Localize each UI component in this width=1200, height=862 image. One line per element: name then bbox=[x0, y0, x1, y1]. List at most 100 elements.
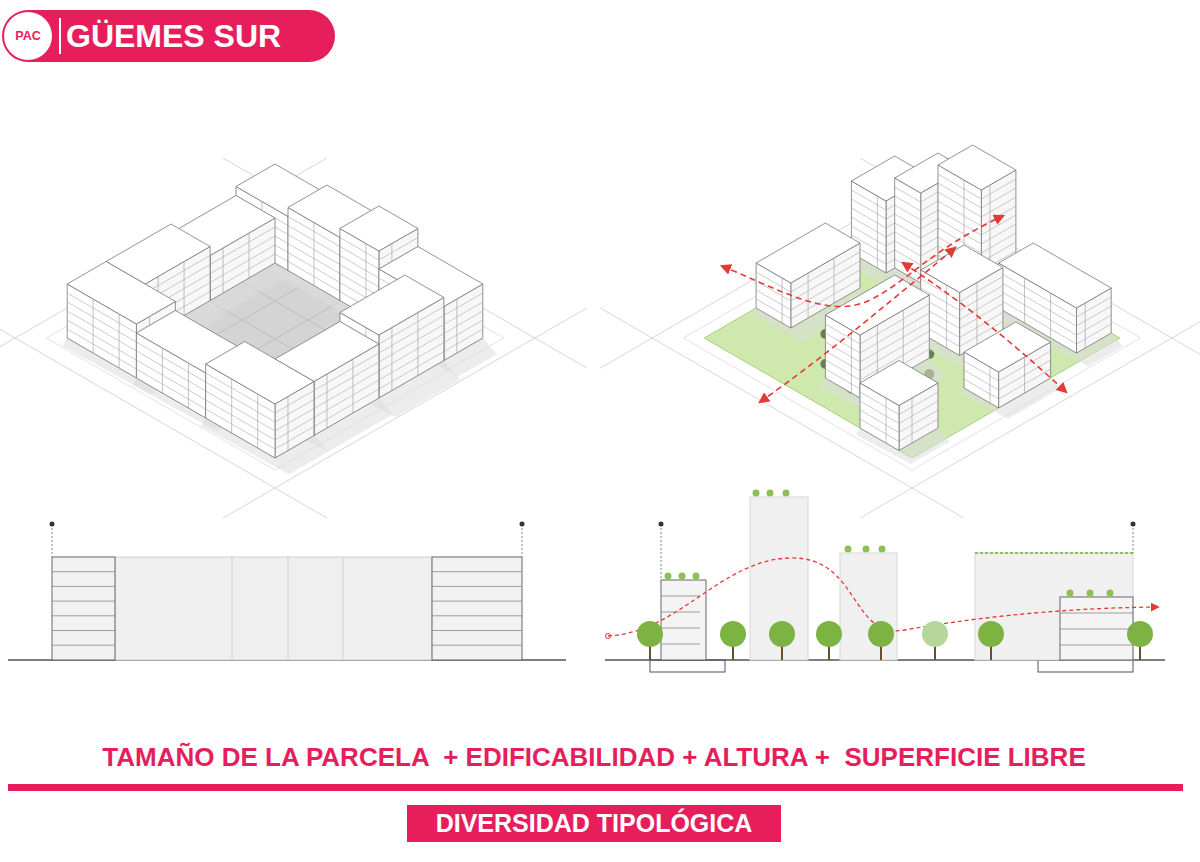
floor-line bbox=[206, 400, 314, 440]
floor-line bbox=[432, 586, 522, 587]
floor-line bbox=[1060, 613, 1133, 614]
floor-line bbox=[661, 596, 700, 597]
floor-line bbox=[938, 219, 1016, 244]
building-roof bbox=[67, 262, 175, 325]
floor-line bbox=[206, 373, 314, 413]
module-line bbox=[93, 299, 94, 353]
floor-line bbox=[432, 571, 522, 572]
module-line bbox=[287, 397, 288, 451]
tree-crown bbox=[922, 621, 948, 647]
floor-line bbox=[999, 272, 1112, 317]
module-line bbox=[184, 262, 185, 316]
tree-trunk bbox=[781, 645, 783, 660]
floor-line bbox=[938, 228, 1016, 253]
floor-line bbox=[938, 192, 1016, 217]
tree-crown bbox=[978, 621, 1004, 647]
roof-plant bbox=[679, 573, 686, 580]
label-text: TAMAÑO DE LA PARCELA + EDIFICABILIDAD + … bbox=[102, 740, 1085, 774]
floor-line bbox=[1060, 629, 1133, 630]
module-line bbox=[313, 223, 314, 286]
module-line bbox=[946, 285, 947, 348]
building-roof bbox=[964, 322, 1051, 372]
roof-plant bbox=[863, 546, 870, 553]
floor-line bbox=[964, 360, 1051, 390]
floor-line bbox=[938, 174, 1016, 199]
tree-trunk bbox=[649, 645, 651, 660]
axonometric-closed-block bbox=[0, 158, 587, 518]
module-line bbox=[1024, 357, 1025, 393]
module-line bbox=[877, 196, 878, 268]
module-line bbox=[886, 398, 887, 443]
roof-plant bbox=[1067, 590, 1074, 597]
module-line bbox=[223, 248, 224, 293]
building-roof bbox=[340, 275, 444, 335]
roof-plant bbox=[693, 573, 700, 580]
floor-line bbox=[921, 277, 1003, 302]
floor-line bbox=[860, 410, 938, 433]
roof-plant bbox=[1107, 590, 1114, 597]
roof-plant bbox=[665, 573, 672, 580]
floor-line bbox=[432, 645, 522, 646]
tree-crown bbox=[769, 621, 795, 647]
flow-arrow bbox=[903, 263, 1066, 392]
title-pill: GÜEMES SURPAC bbox=[2, 10, 335, 62]
floor-line bbox=[661, 644, 700, 645]
label-text: PAC bbox=[4, 12, 52, 60]
module-line bbox=[989, 367, 990, 403]
floor-line bbox=[661, 612, 700, 613]
floor-line bbox=[860, 401, 938, 424]
tree-crown bbox=[816, 621, 842, 647]
building-roof bbox=[938, 145, 1016, 190]
floor-line bbox=[921, 304, 1003, 329]
axonometric-open-block bbox=[600, 145, 1200, 518]
floor-line bbox=[432, 601, 522, 602]
roof-plant bbox=[753, 490, 760, 497]
label-text: DIVERSIDAD TIPOLÓGICA bbox=[407, 805, 781, 842]
tree-crown bbox=[868, 621, 894, 647]
divider-line bbox=[8, 784, 1183, 791]
tree-trunk bbox=[732, 645, 734, 660]
roof-plant bbox=[845, 546, 852, 553]
floor-line bbox=[964, 351, 1051, 381]
flow-arrow bbox=[722, 216, 1003, 307]
floor-line bbox=[921, 286, 1003, 311]
module-line bbox=[162, 348, 163, 393]
building-roof bbox=[921, 245, 1003, 293]
floor-line bbox=[921, 295, 1003, 320]
floor-line bbox=[206, 409, 314, 449]
building-roof bbox=[999, 243, 1112, 308]
floor-line bbox=[432, 630, 522, 631]
tree-crown bbox=[637, 621, 663, 647]
floor-line bbox=[921, 313, 1003, 338]
floor-line bbox=[52, 630, 115, 631]
module-line bbox=[912, 398, 913, 443]
floor-line bbox=[52, 615, 115, 616]
floor-line bbox=[661, 628, 700, 629]
roof-plant bbox=[783, 490, 790, 497]
floor-line bbox=[1060, 645, 1133, 646]
building-roof bbox=[206, 342, 314, 405]
section-closed-block bbox=[8, 522, 566, 661]
courtyard bbox=[67, 218, 483, 458]
tree-crown bbox=[1127, 621, 1153, 647]
module-line bbox=[249, 233, 250, 278]
roof-plant bbox=[767, 490, 774, 497]
section-open-block bbox=[605, 490, 1165, 673]
floor-line bbox=[938, 210, 1016, 235]
module-line bbox=[231, 379, 232, 433]
floor-line bbox=[52, 645, 115, 646]
floor-line bbox=[52, 586, 115, 587]
separator bbox=[59, 18, 61, 54]
module-line bbox=[456, 299, 457, 353]
module-line bbox=[782, 278, 783, 323]
module-line bbox=[188, 363, 189, 408]
result-box: DIVERSIDAD TIPOLÓGICA bbox=[407, 805, 781, 842]
floor-line bbox=[52, 571, 115, 572]
floor-line bbox=[52, 601, 115, 602]
module-line bbox=[417, 313, 418, 376]
module-line bbox=[326, 374, 327, 428]
module-line bbox=[808, 273, 809, 318]
tree-trunk bbox=[934, 645, 936, 660]
floor-line bbox=[206, 382, 314, 422]
tree-trunk bbox=[990, 645, 992, 660]
